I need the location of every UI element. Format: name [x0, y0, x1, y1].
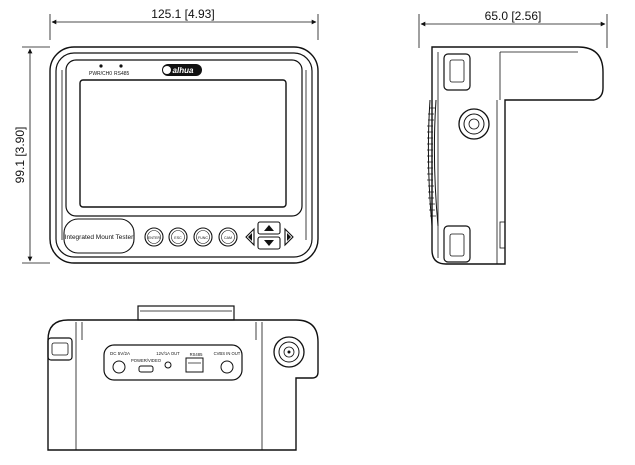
side-width-label: 65.0 [2.56]: [485, 9, 542, 23]
brand-logo-icon: alhua: [162, 64, 202, 76]
cam-button[interactable]: CAM: [218, 227, 238, 247]
bottom-port-panel: [103, 344, 243, 381]
front-width-label: 125.1 [4.93]: [151, 7, 214, 21]
power-out-port[interactable]: [164, 361, 172, 369]
down-arrow-button[interactable]: [257, 236, 281, 250]
func-button[interactable]: FUNC: [193, 227, 213, 247]
led-rs485-indicator: [119, 64, 123, 68]
cvbs-port[interactable]: [220, 360, 234, 374]
led-right-label: RS485: [114, 71, 130, 77]
side-grip: [427, 99, 439, 227]
side-port: [499, 221, 506, 249]
top-clip: [443, 53, 471, 91]
svg-text:FUNC: FUNC: [198, 236, 208, 240]
brand-plate-label: Integrated Mount Tester: [65, 234, 134, 241]
led-pwr-indicator: [99, 64, 103, 68]
side-bnc-connector-icon: [458, 108, 490, 140]
side-width-dimension: 65.0 [2.56]: [418, 9, 608, 48]
bottom-view-body: [47, 319, 319, 451]
rs485-port[interactable]: [185, 357, 204, 373]
screen-bezel: [65, 59, 303, 217]
enter-button[interactable]: ENTER: [144, 227, 164, 247]
left-arrow-button[interactable]: [245, 227, 255, 247]
led-left-label: PWR/CH0: [89, 71, 112, 77]
front-bumper: [49, 46, 319, 264]
svg-text:CAM: CAM: [224, 236, 232, 240]
up-arrow-button[interactable]: [257, 221, 281, 235]
port-1-label: DC 5V/2A: [110, 351, 130, 356]
bottom-bnc-connector-icon: [273, 336, 305, 368]
brand-plate: [63, 218, 135, 254]
svg-text:ENTER: ENTER: [148, 236, 161, 240]
svg-text:ESC: ESC: [174, 236, 182, 240]
bottom-view: DC 5V/2A POWER/VIDEO 12V/1A OUT RS485 CV…: [47, 305, 319, 451]
front-view: 125.1 [4.93] 99.1 [3.90] PWR/CH0 RS485 a…: [13, 7, 319, 264]
right-arrow-button[interactable]: [284, 227, 294, 247]
bottom-clip: [443, 225, 471, 263]
front-width-dimension: 125.1 [4.93]: [49, 7, 319, 40]
logo-text: alhua: [173, 66, 194, 75]
front-height-label: 99.1 [3.90]: [13, 127, 27, 184]
bottom-left-clip: [47, 337, 73, 361]
port-5-label: CVBS IN OUT: [214, 351, 241, 356]
bottom-view-top-tab: [137, 305, 235, 321]
side-body: [431, 46, 604, 265]
front-body: [55, 52, 313, 258]
port-2-label: POWER/VIDEO: [131, 358, 162, 363]
front-height-dimension: 99.1 [3.90]: [13, 46, 50, 264]
port-3-label: 12V/1A OUT: [156, 351, 180, 356]
port-4-label: RS485: [190, 352, 203, 357]
dc-port[interactable]: [112, 360, 126, 374]
side-view: 65.0 [2.56]: [418, 9, 608, 265]
esc-button[interactable]: ESC: [168, 227, 188, 247]
usb-port[interactable]: [138, 365, 154, 373]
screen: [79, 79, 287, 208]
